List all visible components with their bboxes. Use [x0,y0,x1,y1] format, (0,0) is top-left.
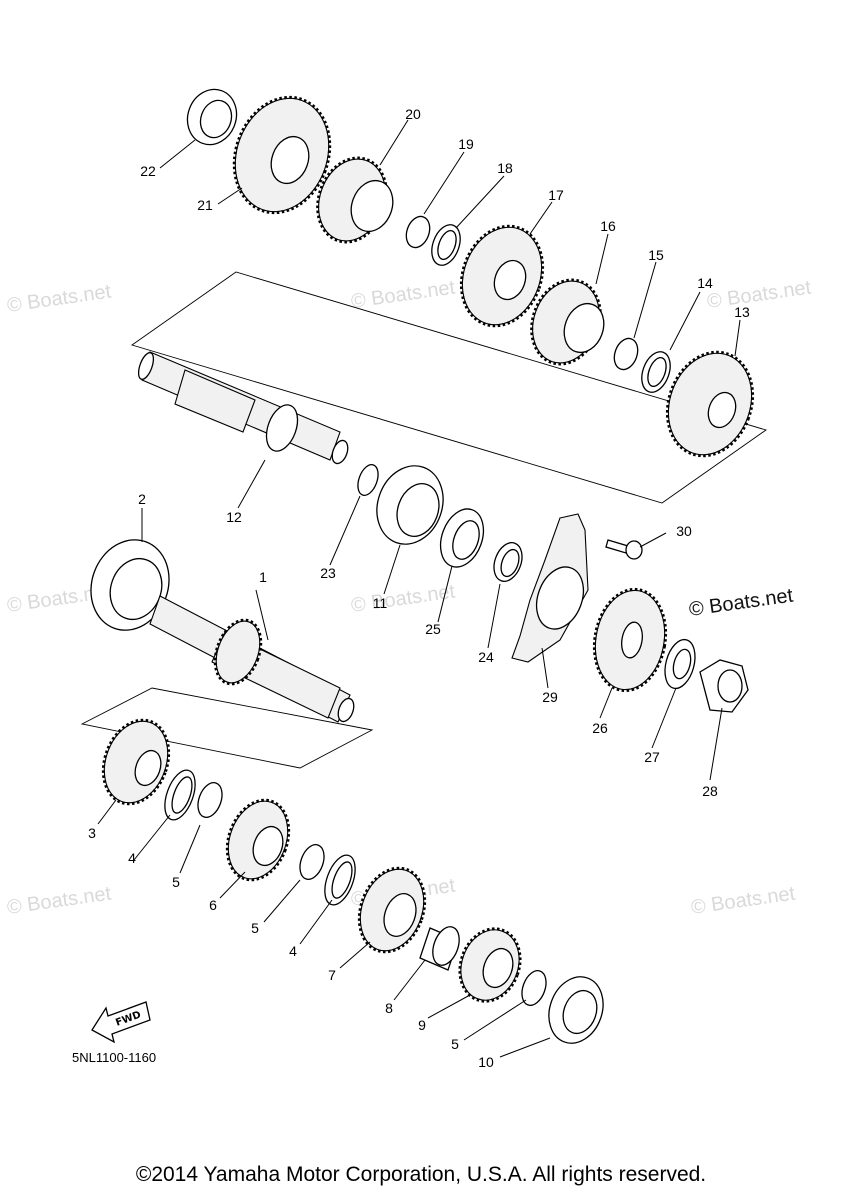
callout-27: 27 [644,749,660,765]
part-13-gear [665,350,755,458]
callout-20: 20 [405,106,421,122]
part-12-drive-axle [137,351,349,465]
shaft-group-box-upper [130,271,768,504]
callout-14: 14 [697,275,713,291]
part-15-circlip [613,337,639,371]
shaft-group-box-lower [80,687,374,769]
part-4-washer [164,769,196,821]
callout-5: 5 [251,920,259,936]
boats-net-label: © Boats.net [688,585,795,621]
drawing-number: 5NL1100-1160 [72,1050,156,1065]
part-23-o-ring [357,464,379,496]
watermark: © Boats.net [690,883,797,919]
leader-lines [97,119,741,1058]
callout-22: 22 [140,163,156,179]
watermark: © Boats.net [6,883,113,919]
part-28-nut [699,659,749,713]
part-7-gear [357,866,427,954]
callout-25: 25 [425,621,441,637]
copyright-notice: ©2014 Yamaha Motor Corporation, U.S.A. A… [135,1163,707,1186]
callouts: 1 2 3 4 5 6 5 4 7 8 9 5 10 11 12 13 14 1… [88,106,750,1070]
callout-26: 26 [592,720,608,736]
part-26-drive-sprocket [592,587,668,693]
callout-5: 5 [172,874,180,890]
part-20-gear [316,156,394,244]
callout-7: 7 [328,967,336,983]
callout-9: 9 [418,1017,426,1033]
callout-18: 18 [497,160,513,176]
callout-6: 6 [209,897,217,913]
callout-4: 4 [289,943,297,959]
part-29-sprocket-cover-plate [511,513,589,663]
part-21-gear [232,95,332,215]
callout-15: 15 [648,247,664,263]
callout-23: 23 [320,565,336,581]
part-11-bearing [376,465,444,545]
callout-30: 30 [676,523,692,539]
part-9-gear [458,927,522,1003]
callout-1: 1 [259,569,267,585]
callout-2: 2 [138,491,146,507]
callout-12: 12 [226,509,242,525]
callout-4: 4 [128,850,136,866]
part-5-circlip [521,970,547,1006]
part-6-gear [225,798,291,882]
part-19-circlip [405,215,431,249]
callout-16: 16 [600,218,616,234]
part-3-gear [101,718,171,806]
callout-3: 3 [88,825,96,841]
callout-24: 24 [478,649,494,665]
fwd-arrow-icon: FWD [91,1001,151,1044]
callout-19: 19 [458,136,474,152]
watermark: © Boats.net [6,281,113,317]
part-25-oil-seal [439,508,485,568]
part-22-bearing [186,88,238,146]
callout-29: 29 [542,689,558,705]
watermark: © Boats.net [706,277,813,313]
callout-8: 8 [385,1000,393,1016]
part-16-gear [530,278,605,366]
callout-17: 17 [548,187,564,203]
part-17-gear [459,224,545,328]
part-10-bearing [548,976,604,1044]
part-18-washer [431,224,461,266]
callout-11: 11 [373,595,388,611]
callout-28: 28 [702,783,718,799]
part-24-collar [493,542,523,582]
part-5-circlip [197,782,223,818]
part-27-lock-washer [664,638,696,690]
part-2-bearing [90,539,170,631]
part-4-washer [324,854,356,906]
watermark: © Boats.net [350,277,457,313]
callout-21: 21 [197,197,213,213]
callout-10: 10 [478,1054,494,1070]
part-1-main-axle [149,595,355,723]
part-5-circlip [299,844,325,880]
part-30-bolt [605,539,643,560]
callout-13: 13 [734,304,750,320]
callout-5: 5 [451,1036,459,1052]
part-14-washer [641,351,671,393]
part-8-bearing [419,926,460,971]
